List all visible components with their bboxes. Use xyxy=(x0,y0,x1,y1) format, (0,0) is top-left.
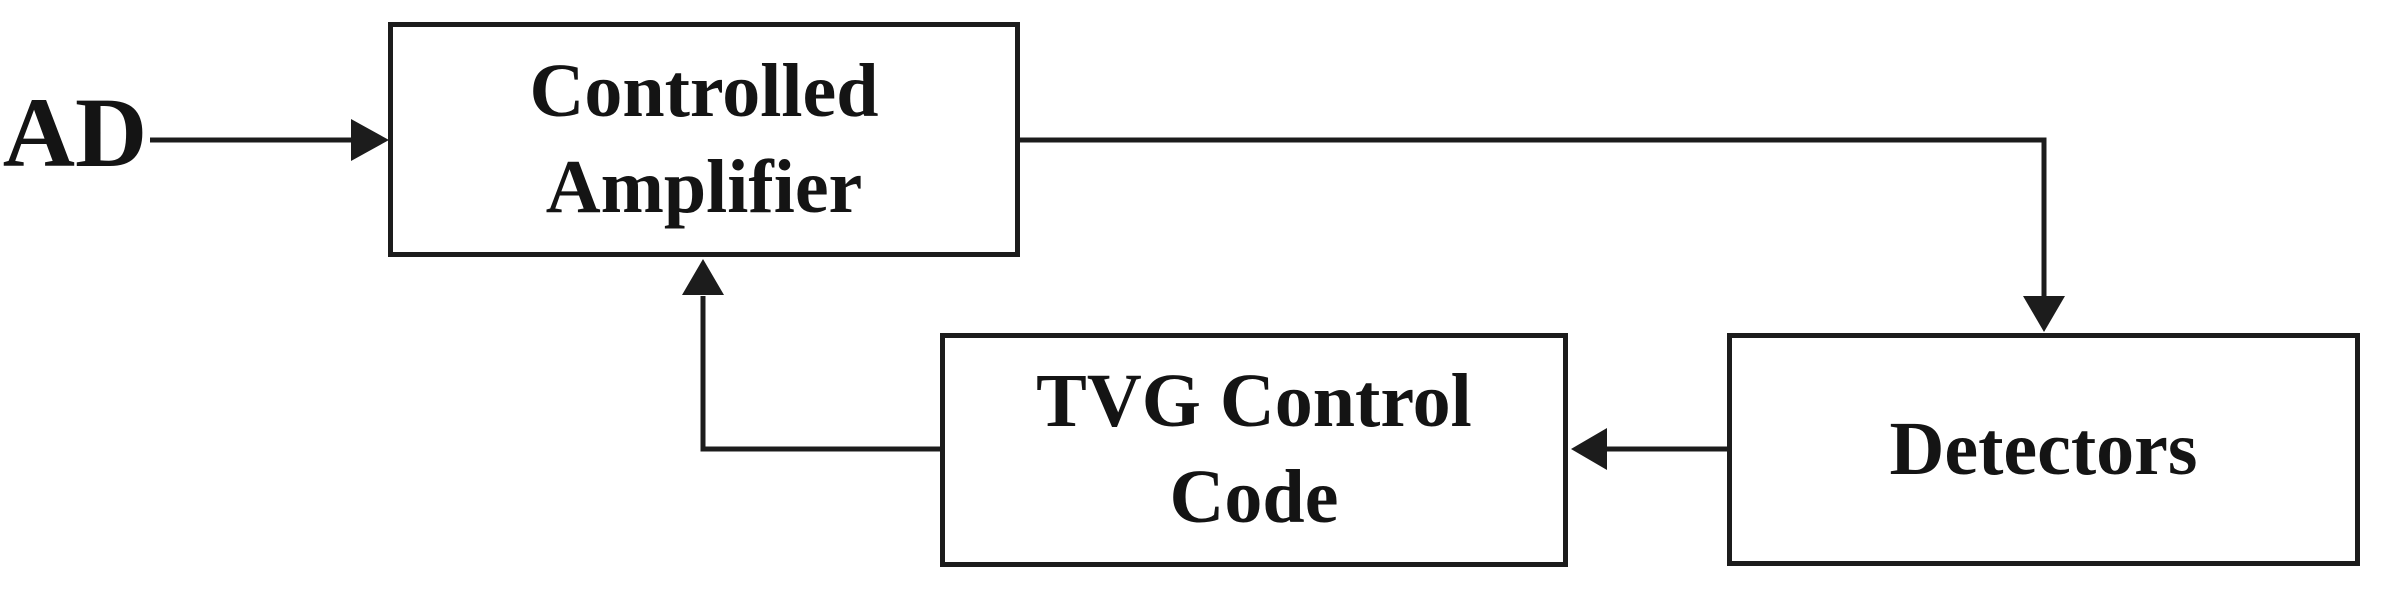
arrowhead-into-amplifier-left xyxy=(351,119,389,161)
arrowhead-into-tvg-right xyxy=(1571,428,1607,470)
node-detectors-label: Detectors xyxy=(1889,406,2198,491)
edge-tvg-to-amplifier xyxy=(700,296,940,452)
node-tvg-control-code-label: TVG Control Code xyxy=(1036,359,1472,539)
arrowhead-into-amplifier-bottom xyxy=(682,259,724,295)
node-detectors: Detectors xyxy=(1727,333,2360,566)
node-tvg-control-code: TVG Control Code xyxy=(940,333,1568,567)
node-controlled-amplifier: Controlled Amplifier xyxy=(388,22,1020,257)
arrowhead-into-detectors-top xyxy=(2023,296,2065,332)
node-controlled-amplifier-label: Controlled Amplifier xyxy=(529,48,879,229)
label-ad: AD xyxy=(2,76,148,188)
edge-amplifier-to-detectors xyxy=(1020,137,2047,298)
